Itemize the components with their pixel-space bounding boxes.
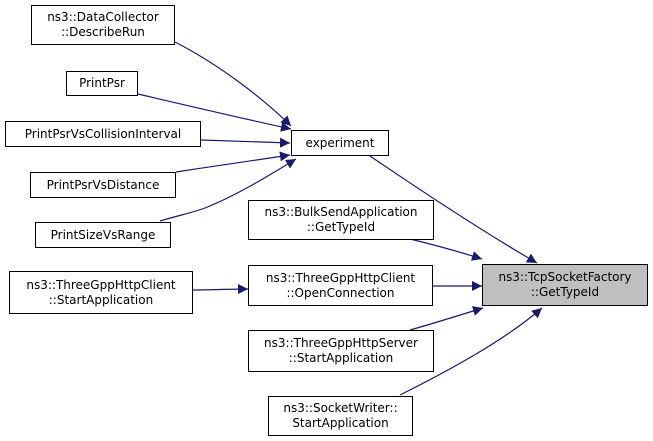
node-label: PrintPsrVsCollisionInterval	[24, 126, 182, 141]
node-label-line1: ns3::ThreeGppHttpServer	[264, 336, 418, 350]
node-threegpphttpserver-startapplication[interactable]: ns3::ThreeGppHttpServer ::StartApplicati…	[248, 330, 434, 372]
edge-bulk-tcp	[409, 238, 483, 261]
node-label-line2: ::StartApplication	[288, 351, 394, 365]
node-label-line1: ns3::ThreeGppHttpClient	[265, 270, 416, 285]
edge-experiment-tcp	[369, 155, 538, 264]
node-label-line1: ns3::DataCollector	[47, 10, 159, 24]
node-label-line2: ::OpenConnection	[286, 285, 395, 300]
node-threegpphttpclient-openconnection[interactable]: ns3::ThreeGppHttpClient ::OpenConnection	[248, 265, 433, 306]
node-printpsrvscollisioninterval[interactable]: PrintPsrVsCollisionInterval	[5, 121, 201, 147]
node-tcpsocketfactory-gettypeid: ns3::TcpSocketFactory ::GetTypeId	[482, 264, 648, 306]
edge-socketwriter-tcp	[399, 307, 543, 396]
node-datacollector-describerun[interactable]: ns3::DataCollector ::DescribeRun	[31, 5, 175, 45]
node-socketwriter-startapplication[interactable]: ns3::SocketWriter:: StartApplication	[268, 396, 413, 436]
node-label-line2: StartApplication	[292, 416, 389, 430]
edge-printSizeVsRange-experiment	[159, 158, 297, 222]
node-label: PrintPsrVsDistance	[46, 177, 160, 192]
node-label-line2: ::GetTypeId	[306, 220, 376, 234]
node-label-line2: ::StartApplication	[48, 292, 154, 307]
node-label-line2: ::GetTypeId	[530, 285, 600, 299]
edge-httpserver-tcp	[409, 306, 484, 331]
node-label-line2: ::DescribeRun	[61, 25, 145, 39]
node-experiment[interactable]: experiment	[291, 130, 389, 156]
edge-printPsrVsDist-experiment	[175, 151, 291, 173]
node-label: PrintPsr	[79, 76, 125, 90]
node-printpsrvsdistance[interactable]: PrintPsrVsDistance	[30, 172, 176, 198]
edge-printPsrVsCI-experiment	[200, 137, 291, 148]
edge-httpclientstart-open	[192, 284, 249, 295]
edge-describeRun-experiment	[174, 41, 292, 127]
node-printpsr[interactable]: PrintPsr	[66, 71, 138, 96]
node-threegpphttpclient-startapplication[interactable]: ns3::ThreeGppHttpClient ::StartApplicati…	[9, 271, 193, 314]
node-label-line1: ns3::BulkSendApplication	[264, 205, 418, 219]
edge-printPsr-experiment	[137, 93, 292, 132]
node-bulksendapplication-gettypeid[interactable]: ns3::BulkSendApplication ::GetTypeId	[248, 200, 434, 240]
node-label: PrintSizeVsRange	[50, 227, 156, 242]
node-label: experiment	[305, 135, 375, 150]
node-label-line1: ns3::TcpSocketFactory	[498, 270, 632, 284]
node-label-line1: ns3::SocketWriter::	[283, 401, 398, 415]
node-printsizevsrange[interactable]: PrintSizeVsRange	[35, 222, 171, 248]
node-label-line1: ns3::ThreeGppHttpClient	[26, 277, 176, 292]
